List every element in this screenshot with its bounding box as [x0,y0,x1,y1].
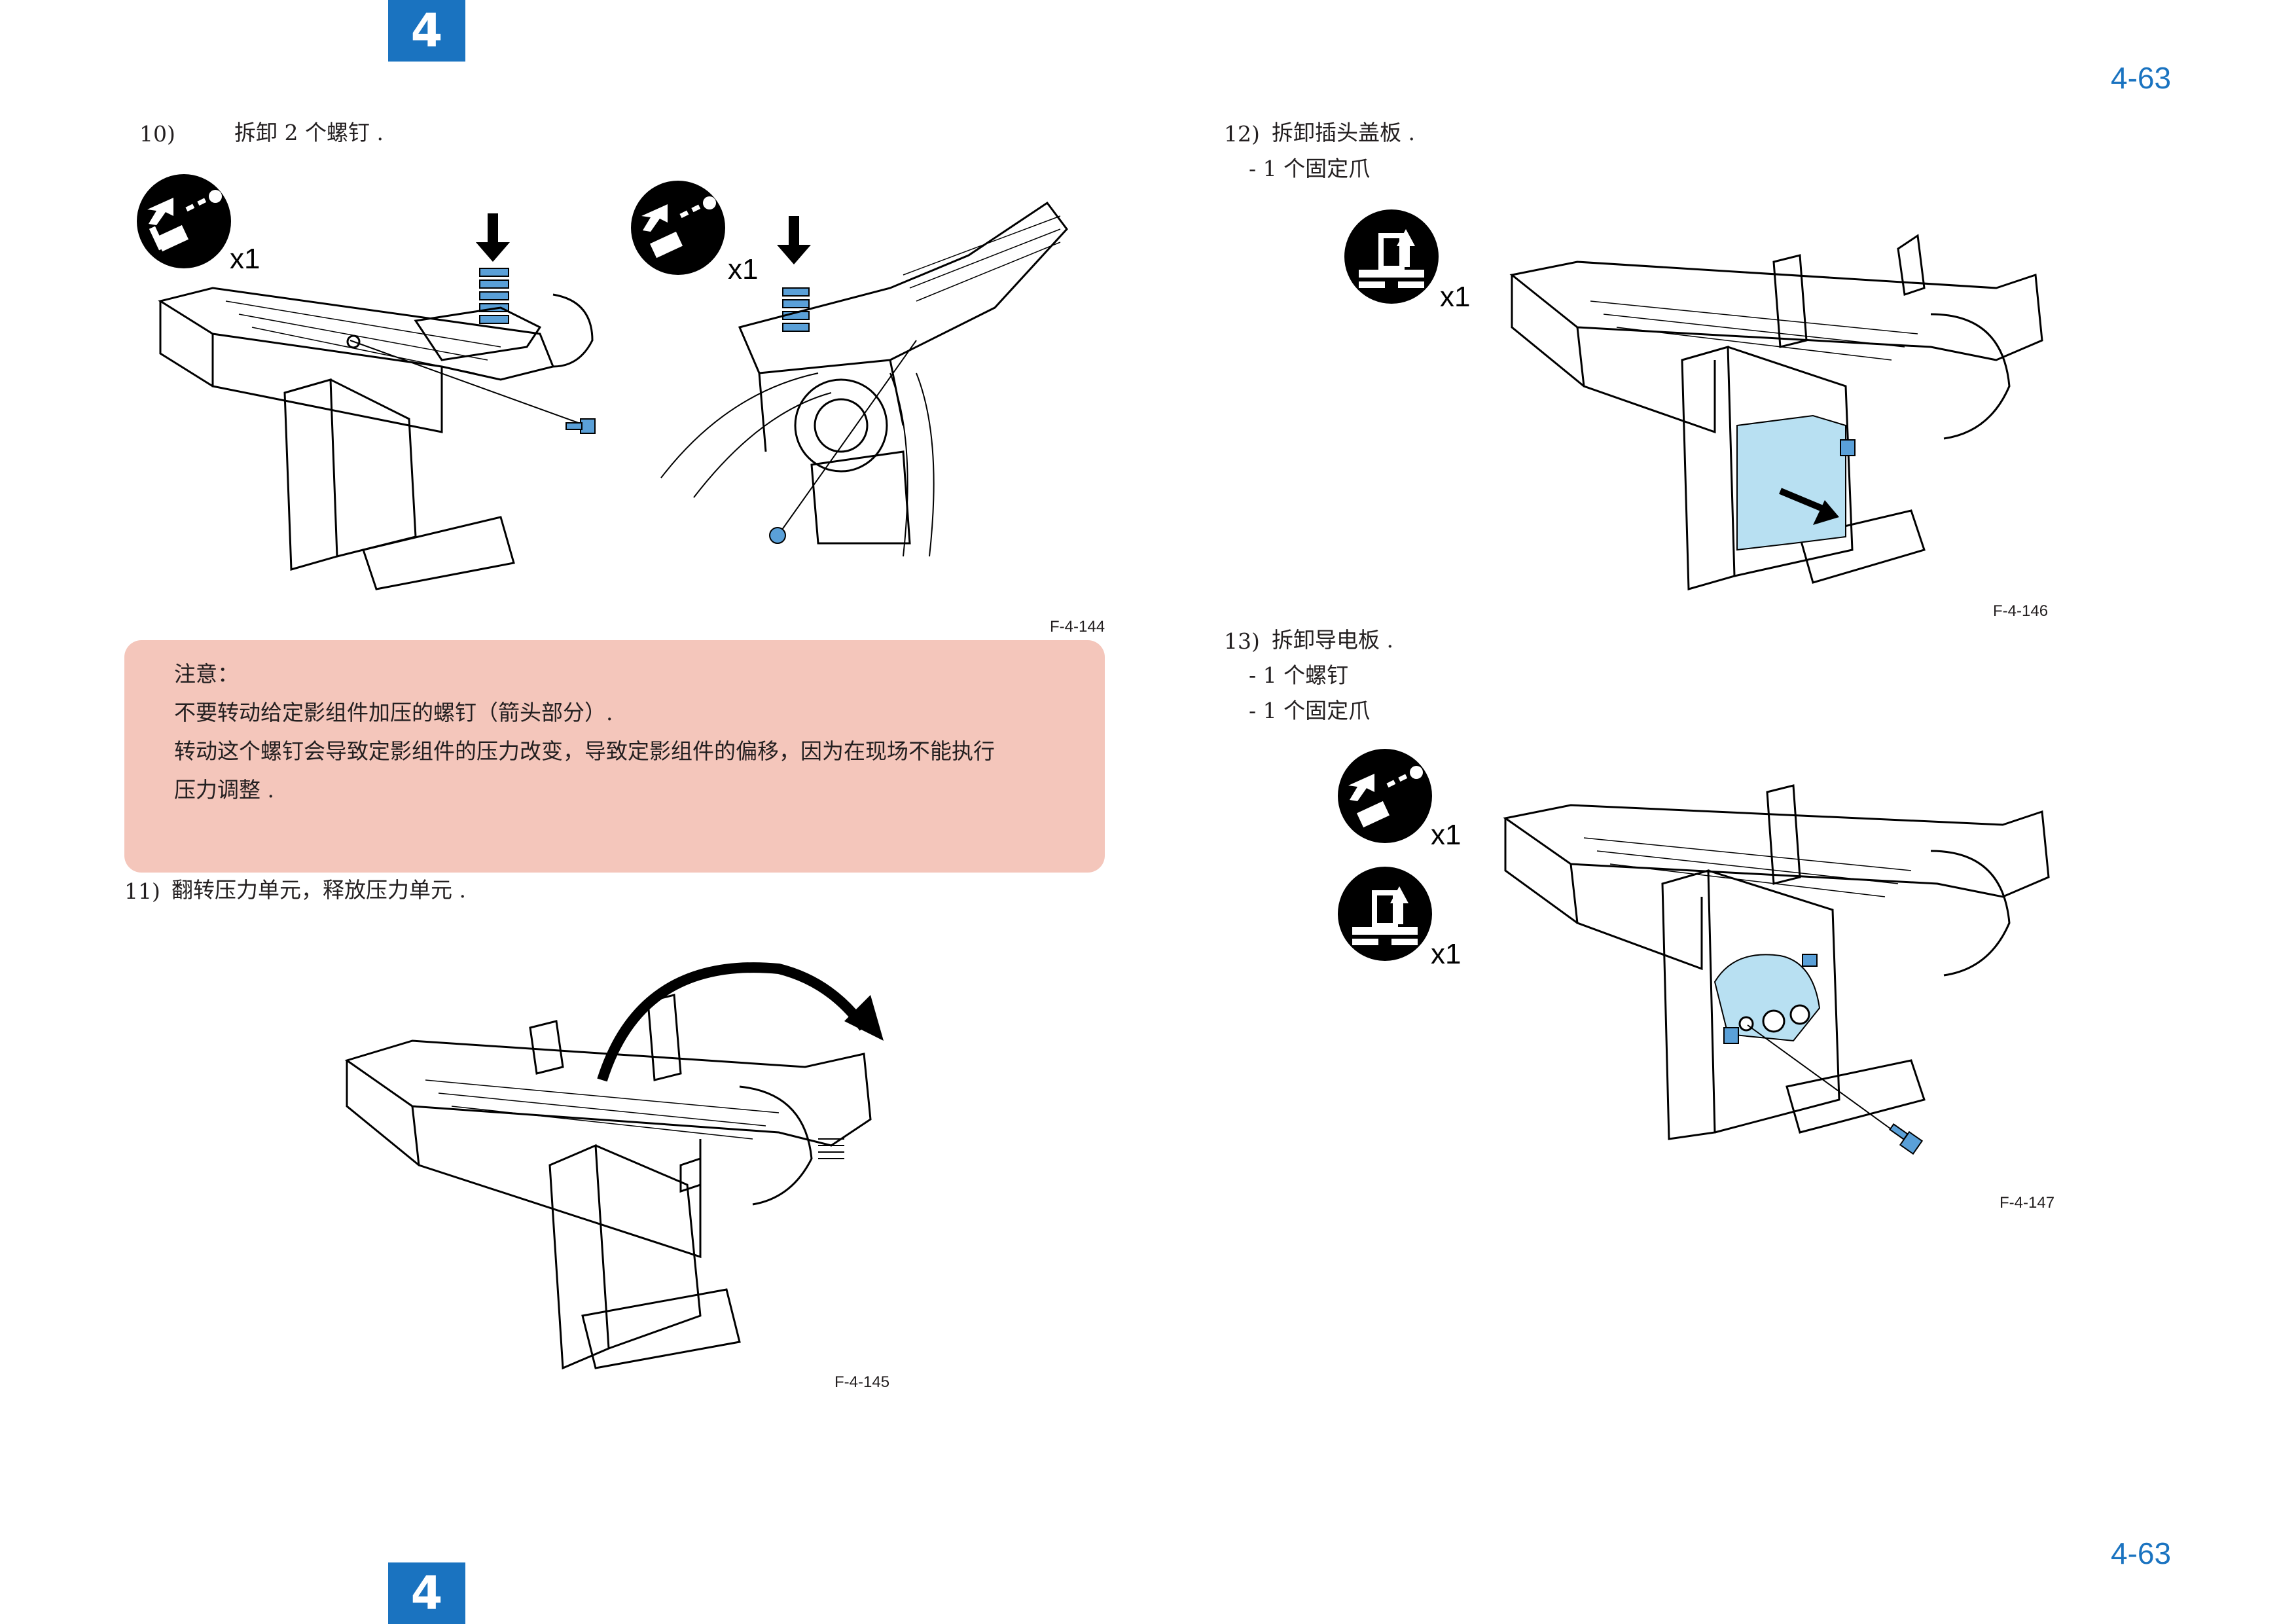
step-12-sub-1: - 1 个固定爪 [1249,156,1371,181]
step-11-text: 翻转压力单元，释放压力单元 . [171,877,466,903]
figure-f-4-147: x1 x1 [1335,746,2081,1165]
screw-remove-icon [137,174,231,268]
page-number-bottom: 4-63 [2111,1536,2172,1570]
figure-label-f-4-144: F-4-144 [1050,618,1105,636]
figure-f-4-144-left: x1 [134,170,645,602]
qty-label: x1 [230,243,260,275]
screw [1889,1123,1924,1155]
figure-f-4-146: x1 [1342,209,2081,596]
claw-release-icon [1338,867,1432,961]
figure-f-4-145 [334,949,910,1381]
claw-release-icon [1344,209,1439,304]
qty-label: x1 [728,253,758,285]
step-13-number: 13) [1224,628,1260,654]
qty-label: x1 [1431,938,1461,970]
screw [565,418,596,434]
caution-box: 注意： 不要转动给定影组件加压的螺钉（箭头部分）. 转动这个螺钉会导致定影组件的… [124,640,1105,873]
screw-remove-icon [631,181,725,275]
screw [769,527,786,544]
caution-title: 注意： [174,661,239,687]
figure-label-f-4-147: F-4-147 [2000,1194,2055,1212]
step-12-text: 拆卸插头盖板 . [1272,120,1415,145]
screw-remove-icon [1338,749,1432,843]
figure-label-f-4-145: F-4-145 [834,1373,890,1391]
chapter-tab-top: 4 [388,0,465,62]
step-10-number: 10) [139,121,175,147]
step-10-text: 拆卸 2 个螺钉 . [234,120,384,145]
step-13-sub-2: - 1 个固定爪 [1249,698,1371,723]
step-13-text: 拆卸导电板 . [1272,627,1393,653]
qty-label: x1 [1431,819,1461,851]
figure-label-f-4-146: F-4-146 [1993,602,2049,620]
step-11-number: 11) [124,878,160,904]
page-number-top: 4-63 [2111,61,2172,95]
chapter-tab-bottom: 4 [388,1562,465,1624]
figure-f-4-144-right: x1 [628,177,1100,569]
caution-line-2: 转动这个螺钉会导致定影组件的压力改变，导致定影组件的偏移，因为在现场不能执行 [174,738,995,764]
caution-line-3: 压力调整 . [174,777,274,803]
step-13-sub-1: - 1 个螺钉 [1249,662,1349,688]
caution-line-1: 不要转动给定影组件加压的螺钉（箭头部分）. [174,700,613,725]
qty-label: x1 [1440,281,1470,313]
step-12-number: 12) [1224,121,1260,147]
